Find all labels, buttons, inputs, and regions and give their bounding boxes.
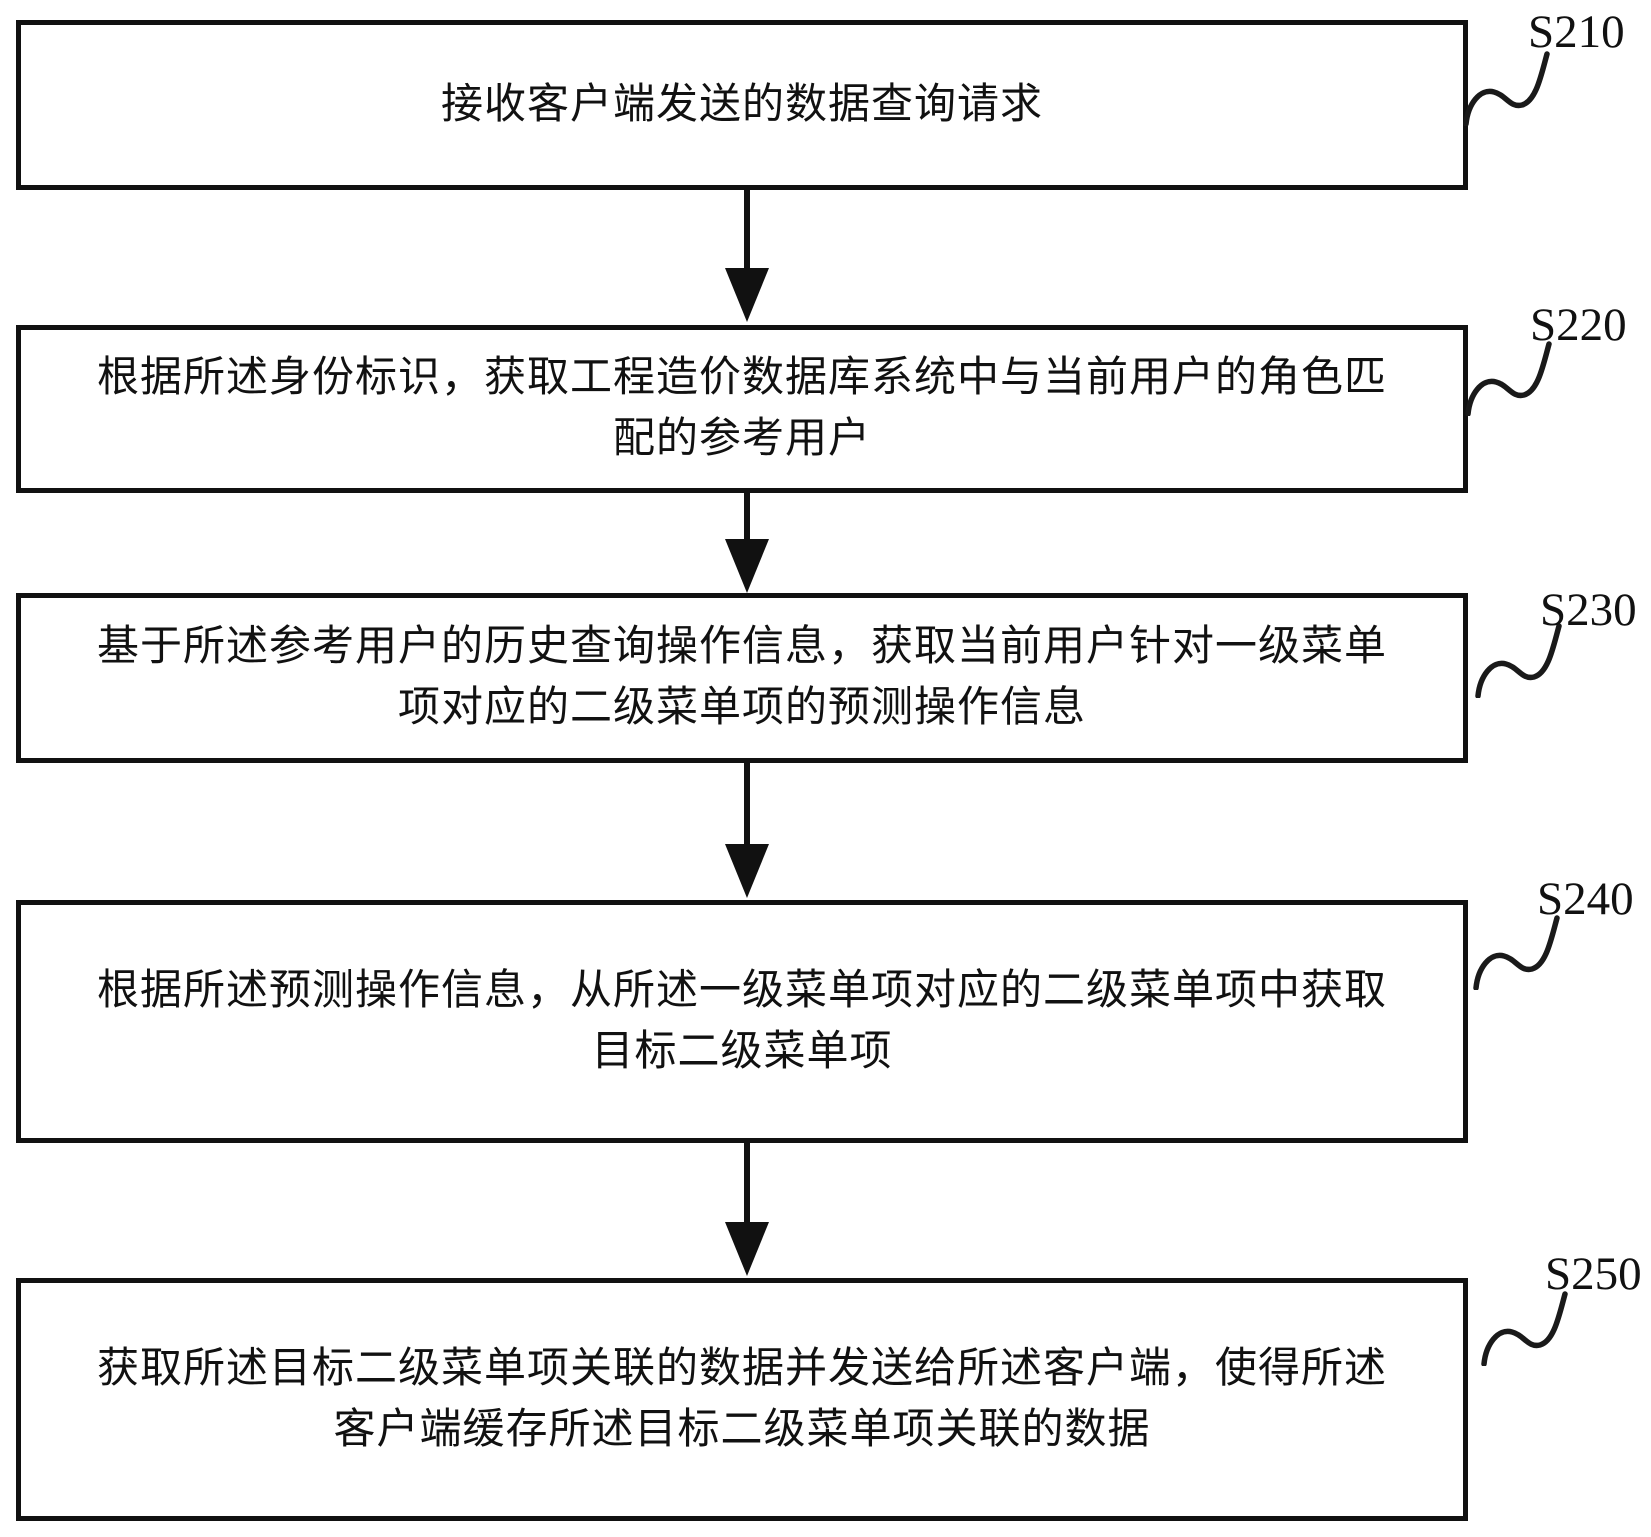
flow-step-box-s220: 根据所述身份标识，获取工程造价数据库系统中与当前用户的角色匹 配的参考用户: [16, 325, 1468, 493]
flow-step-text-line: 获取所述目标二级菜单项关联的数据并发送给所述客户端，使得所述: [96, 1345, 1387, 1392]
flow-step-text-line: 配的参考用户: [612, 416, 871, 462]
flow-step-text-line: 基于所述参考用户的历史查询操作信息，获取当前用户针对一级菜单: [96, 624, 1387, 670]
flow-step-text-line: 目标二级菜单项: [591, 1028, 893, 1075]
arrow-shaft: [744, 189, 750, 270]
flow-step-box-s230: 基于所述参考用户的历史查询操作信息，获取当前用户针对一级菜单 项对应的二级菜单项…: [16, 593, 1468, 763]
arrow-head-icon: [725, 1222, 769, 1276]
step-label-s240: S240: [1537, 873, 1634, 925]
flow-step-text-line: 接收客户端发送的数据查询请求: [440, 81, 1043, 128]
step-label-s220: S220: [1530, 299, 1627, 351]
arrow-shaft: [744, 762, 750, 846]
flow-step-text-line: 客户端缓存所述目标二级菜单项关联的数据: [333, 1406, 1151, 1453]
flow-arrow-down: [725, 762, 769, 898]
flow-arrow-down: [725, 189, 769, 322]
step-label-s250: S250: [1545, 1248, 1642, 1300]
flow-arrow-down: [725, 493, 769, 593]
flow-step-text-line: 根据所述预测操作信息，从所述一级菜单项对应的二级菜单项中获取: [96, 967, 1387, 1014]
step-label-s230: S230: [1540, 584, 1637, 636]
arrow-head-icon: [725, 268, 769, 322]
arrow-shaft: [744, 493, 750, 541]
arrow-head-icon: [725, 539, 769, 593]
arrow-shaft: [744, 1142, 750, 1224]
flow-step-text-line: 项对应的二级菜单项的预测操作信息: [397, 685, 1086, 731]
leader-curve-icon: [1475, 623, 1562, 698]
flow-step-box-s250: 获取所述目标二级菜单项关联的数据并发送给所述客户端，使得所述 客户端缓存所述目标…: [16, 1278, 1468, 1521]
leader-curve-icon: [1463, 51, 1550, 126]
flow-step-box-s240: 根据所述预测操作信息，从所述一级菜单项对应的二级菜单项中获取 目标二级菜单项: [16, 900, 1468, 1143]
leader-curve-icon: [1473, 915, 1560, 990]
flow-step-text-line: 根据所述身份标识，获取工程造价数据库系统中与当前用户的角色匹: [96, 355, 1387, 401]
step-label-s210: S210: [1528, 6, 1625, 58]
flow-step-box-s210: 接收客户端发送的数据查询请求: [16, 20, 1468, 190]
leader-curve-icon: [1465, 341, 1552, 416]
leader-curve-icon: [1481, 1291, 1568, 1366]
flow-arrow-down: [725, 1142, 769, 1276]
arrow-head-icon: [725, 844, 769, 898]
